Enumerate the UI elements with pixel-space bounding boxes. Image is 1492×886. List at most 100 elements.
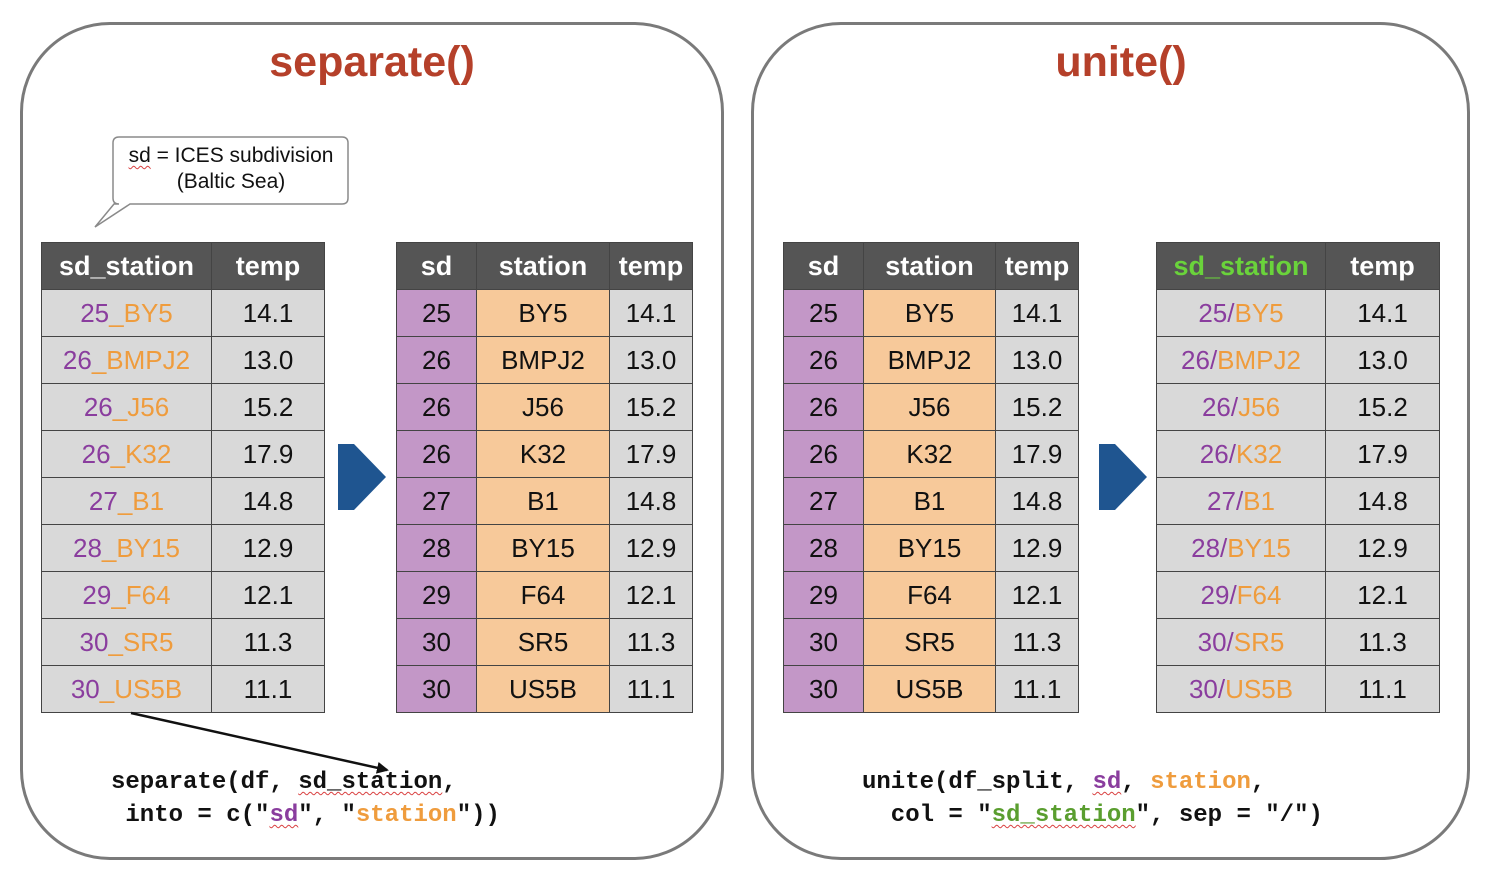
cell-sd-station: 29_F64 <box>41 571 212 619</box>
code-arg-sd-station: sd_station <box>298 769 443 796</box>
callout-bubble <box>94 136 349 228</box>
sd-part: 26 <box>1181 344 1210 375</box>
cell-temp: 15.2 <box>995 383 1079 431</box>
code-text: ", sep = "/") <box>1135 802 1323 829</box>
separator: / <box>1228 438 1236 469</box>
cell-station: BMPJ2 <box>863 336 996 384</box>
code-arg-station: station <box>355 802 457 829</box>
cell-station: K32 <box>863 430 996 478</box>
cell-station: SR5 <box>863 618 996 666</box>
station-part: F64 <box>1236 579 1282 610</box>
cell-sd: 26 <box>396 383 477 431</box>
cell-sd: 26 <box>783 430 864 478</box>
code-text: separate(df, <box>111 769 299 796</box>
sd-part: 30 <box>1197 626 1227 657</box>
cell-temp: 12.9 <box>211 524 325 572</box>
cell-temp: 12.1 <box>609 571 693 619</box>
cell-station: BY15 <box>476 524 610 572</box>
cell-station: SR5 <box>476 618 610 666</box>
cell-temp: 12.9 <box>609 524 693 572</box>
station-part: US5B <box>1225 673 1294 704</box>
cell-sd-station: 29/F64 <box>1156 571 1326 619</box>
separator: _ <box>110 438 126 469</box>
separator: _ <box>108 626 123 657</box>
cell-sd: 26 <box>396 430 477 478</box>
callout-line2: (Baltic Sea) <box>176 170 286 193</box>
sd-part: 30 <box>79 626 109 657</box>
cell-sd: 26 <box>396 336 477 384</box>
separator: / <box>1220 532 1228 563</box>
station-part: BMPJ2 <box>106 344 191 375</box>
sd-part: 26 <box>62 344 92 375</box>
separator: / <box>1227 297 1235 328</box>
header-temp: temp <box>211 242 325 290</box>
code-arg-station: station <box>1150 769 1251 796</box>
code-text: col = " <box>862 802 992 829</box>
cell-sd-station: 26/BMPJ2 <box>1156 336 1326 384</box>
cell-temp: 14.8 <box>995 477 1079 525</box>
header-station: station <box>476 242 610 290</box>
cell-temp: 12.1 <box>995 571 1079 619</box>
cell-temp: 14.1 <box>995 289 1079 337</box>
separator: / <box>1226 626 1234 657</box>
separator: _ <box>101 532 117 563</box>
separator: _ <box>117 485 133 516</box>
sd-part: 29 <box>1200 579 1230 610</box>
header-sd-station: sd_station <box>41 242 212 290</box>
cell-temp: 12.9 <box>1325 524 1440 572</box>
station-part: US5B <box>114 673 183 704</box>
cell-station: F64 <box>863 571 996 619</box>
cell-station: BMPJ2 <box>476 336 610 384</box>
cell-temp: 14.8 <box>211 477 325 525</box>
code-text: , <box>442 769 457 796</box>
sd-part: 25 <box>1198 297 1228 328</box>
station-part: BY15 <box>116 532 180 563</box>
station-part: B1 <box>1243 485 1275 516</box>
station-part: K32 <box>125 438 172 469</box>
cell-sd-station: 28/BY15 <box>1156 524 1326 572</box>
cell-temp: 11.1 <box>1325 665 1440 713</box>
cell-station: US5B <box>863 665 996 713</box>
cell-sd: 28 <box>396 524 477 572</box>
sd-part: 29 <box>82 579 112 610</box>
code-text: , <box>1121 769 1151 796</box>
code-arg-sd-station: sd_station <box>991 802 1136 829</box>
separator: _ <box>99 673 115 704</box>
cell-temp: 13.0 <box>1325 336 1440 384</box>
cell-temp: 15.2 <box>211 383 325 431</box>
cell-temp: 14.1 <box>609 289 693 337</box>
code-text: unite(df_split, <box>862 769 1093 796</box>
cell-temp: 11.1 <box>211 665 325 713</box>
cell-sd: 27 <box>783 477 864 525</box>
cell-temp: 13.0 <box>211 336 325 384</box>
cell-sd: 26 <box>783 336 864 384</box>
cell-sd-station: 27/B1 <box>1156 477 1326 525</box>
cell-temp: 12.9 <box>995 524 1079 572</box>
cell-sd: 29 <box>783 571 864 619</box>
cell-sd-station: 26_J56 <box>41 383 212 431</box>
cell-station: J56 <box>863 383 996 431</box>
cell-sd: 30 <box>396 665 477 713</box>
cell-sd-station: 25_BY5 <box>41 289 212 337</box>
